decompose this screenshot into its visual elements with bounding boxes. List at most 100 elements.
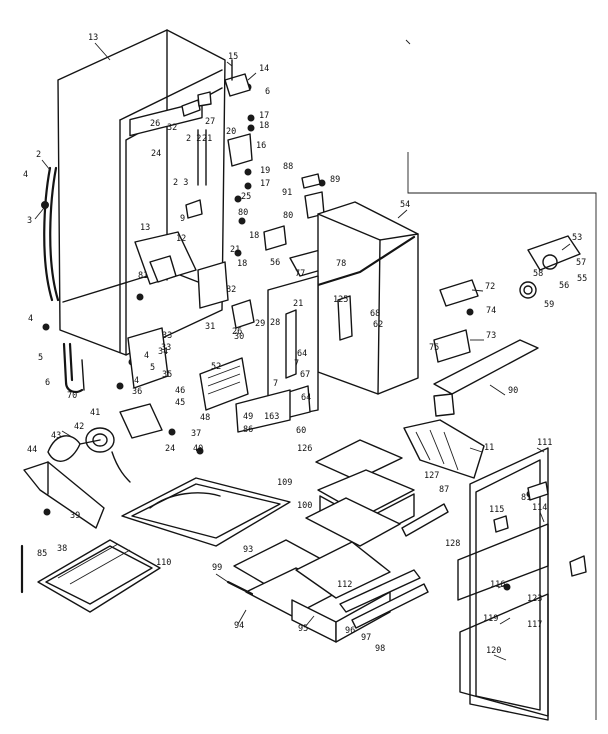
ice-bin <box>403 419 485 479</box>
part-number-label: 115 <box>489 505 504 515</box>
drain-tube <box>62 342 85 393</box>
part-number-label: 112 <box>337 580 352 590</box>
part-number-label: 56 <box>270 258 280 268</box>
part-number-label: 9 <box>180 214 185 224</box>
part-number-label: 5 <box>38 353 43 363</box>
freezer-shelf <box>121 477 291 547</box>
part-number-label: 72 <box>485 282 495 292</box>
part-number-label: 33 <box>162 331 172 341</box>
lower-pan-assembly <box>226 539 429 643</box>
upper-pan-assembly <box>305 439 449 547</box>
part-number-label: 11 <box>484 443 494 453</box>
part-number-label: 20 <box>226 127 236 137</box>
part-number-label: 54 <box>400 200 410 210</box>
control-bracket-assembly <box>181 59 253 219</box>
part-number-label: 59 <box>544 300 554 310</box>
part-number-label: 34 <box>158 347 168 357</box>
part-number-label: 64 <box>301 393 311 403</box>
part-number-label: 90 <box>508 386 518 396</box>
part-number-label: 16 <box>256 141 266 151</box>
part-number-label: 15 <box>228 52 238 62</box>
part-number-label: 60 <box>296 426 306 436</box>
part-number-label: 81 <box>138 271 148 281</box>
part-number-label: 91 <box>282 188 292 198</box>
part-number-label: 19 <box>260 166 270 176</box>
part-number-label: 21 <box>230 245 240 255</box>
part-number-label: 43 <box>51 431 61 441</box>
part-number-label: 80 <box>283 211 293 221</box>
part-number-label: 6 <box>45 378 50 388</box>
part-number-label: 57 <box>576 258 586 268</box>
part-number-label: 80 <box>238 208 248 218</box>
door-assembly <box>457 447 587 721</box>
part-number-label: 2 3 <box>173 178 188 188</box>
part-number-label: 120 <box>486 646 501 656</box>
part-number-label: 97 <box>361 633 371 643</box>
leader-lines <box>34 42 571 661</box>
fan-motor-assembly <box>47 403 163 483</box>
fan-bracket <box>23 461 105 529</box>
part-number-label: 2 <box>36 150 41 160</box>
part-number-label: 28 <box>270 318 280 328</box>
part-number-label: 40 <box>193 444 203 454</box>
part-number-label: 77 <box>295 269 305 279</box>
part-number-label: 32 <box>167 123 177 133</box>
part-number-label: 117 <box>527 620 542 630</box>
part-number-label: 6 <box>265 87 270 97</box>
part-number-label: 56 <box>559 281 569 291</box>
part-number-label: 75 <box>429 343 439 353</box>
part-number-label: 39 <box>70 511 80 521</box>
part-number-label: 95 <box>298 624 308 634</box>
part-number-label: 17 <box>259 111 269 121</box>
part-number-label: 37 <box>191 429 201 439</box>
part-number-label: 89 <box>330 175 340 185</box>
part-number-label: 67 <box>300 370 310 380</box>
part-number-label: 111 <box>537 438 552 448</box>
part-number-label: 94 <box>234 621 244 631</box>
section-frame <box>407 152 597 720</box>
part-number-label: 2 2 <box>186 134 201 144</box>
part-number-label: 31 <box>205 322 215 332</box>
part-number-label: 93 <box>243 545 253 555</box>
part-number-label: 36 <box>132 387 142 397</box>
part-number-label: 21 <box>202 134 212 144</box>
part-number-label: 26 <box>150 119 160 129</box>
part-number-label: 35 <box>162 370 172 380</box>
part-number-label: 38 <box>57 544 67 554</box>
part-number-label: 24 <box>151 149 161 159</box>
damper-control <box>433 235 581 417</box>
fresh-food-liner <box>267 201 419 421</box>
part-number-label: 88 <box>283 162 293 172</box>
part-number-label: 12 <box>176 234 186 244</box>
part-number-label: 42 <box>74 422 84 432</box>
part-number-label: 74 <box>486 306 496 316</box>
part-number-label: 18 <box>259 121 269 131</box>
part-number-label: 13 <box>140 223 150 233</box>
part-number-label: 24 <box>165 444 175 454</box>
part-number-label: 4 <box>134 376 139 386</box>
part-number-label: 33 <box>161 343 171 353</box>
drip-tray <box>37 539 161 613</box>
part-number-label: 96 <box>345 626 355 636</box>
part-number-label: 18 <box>237 259 247 269</box>
part-number-label: 86 <box>243 425 253 435</box>
part-number-label: 3 <box>27 216 32 226</box>
part-number-label: 48 <box>200 413 210 423</box>
part-number-label: 27 <box>205 117 215 127</box>
part-number-label: 85 <box>37 549 47 559</box>
part-number-label: 100 <box>297 501 312 511</box>
part-number-label: 26 <box>232 327 242 337</box>
part-number-label: 18 <box>249 231 259 241</box>
part-number-label: 4 <box>144 351 149 361</box>
part-number-label: 5 <box>150 363 155 373</box>
part-number-label: 114 <box>532 503 547 513</box>
part-number-label: 13 <box>88 33 98 43</box>
part-number-label: 45 <box>175 398 185 408</box>
part-number-label: 73 <box>486 331 496 341</box>
part-number-label: 14 <box>259 64 269 74</box>
part-number-label: 44 <box>27 445 37 455</box>
part-number-label: 125 <box>333 295 348 305</box>
